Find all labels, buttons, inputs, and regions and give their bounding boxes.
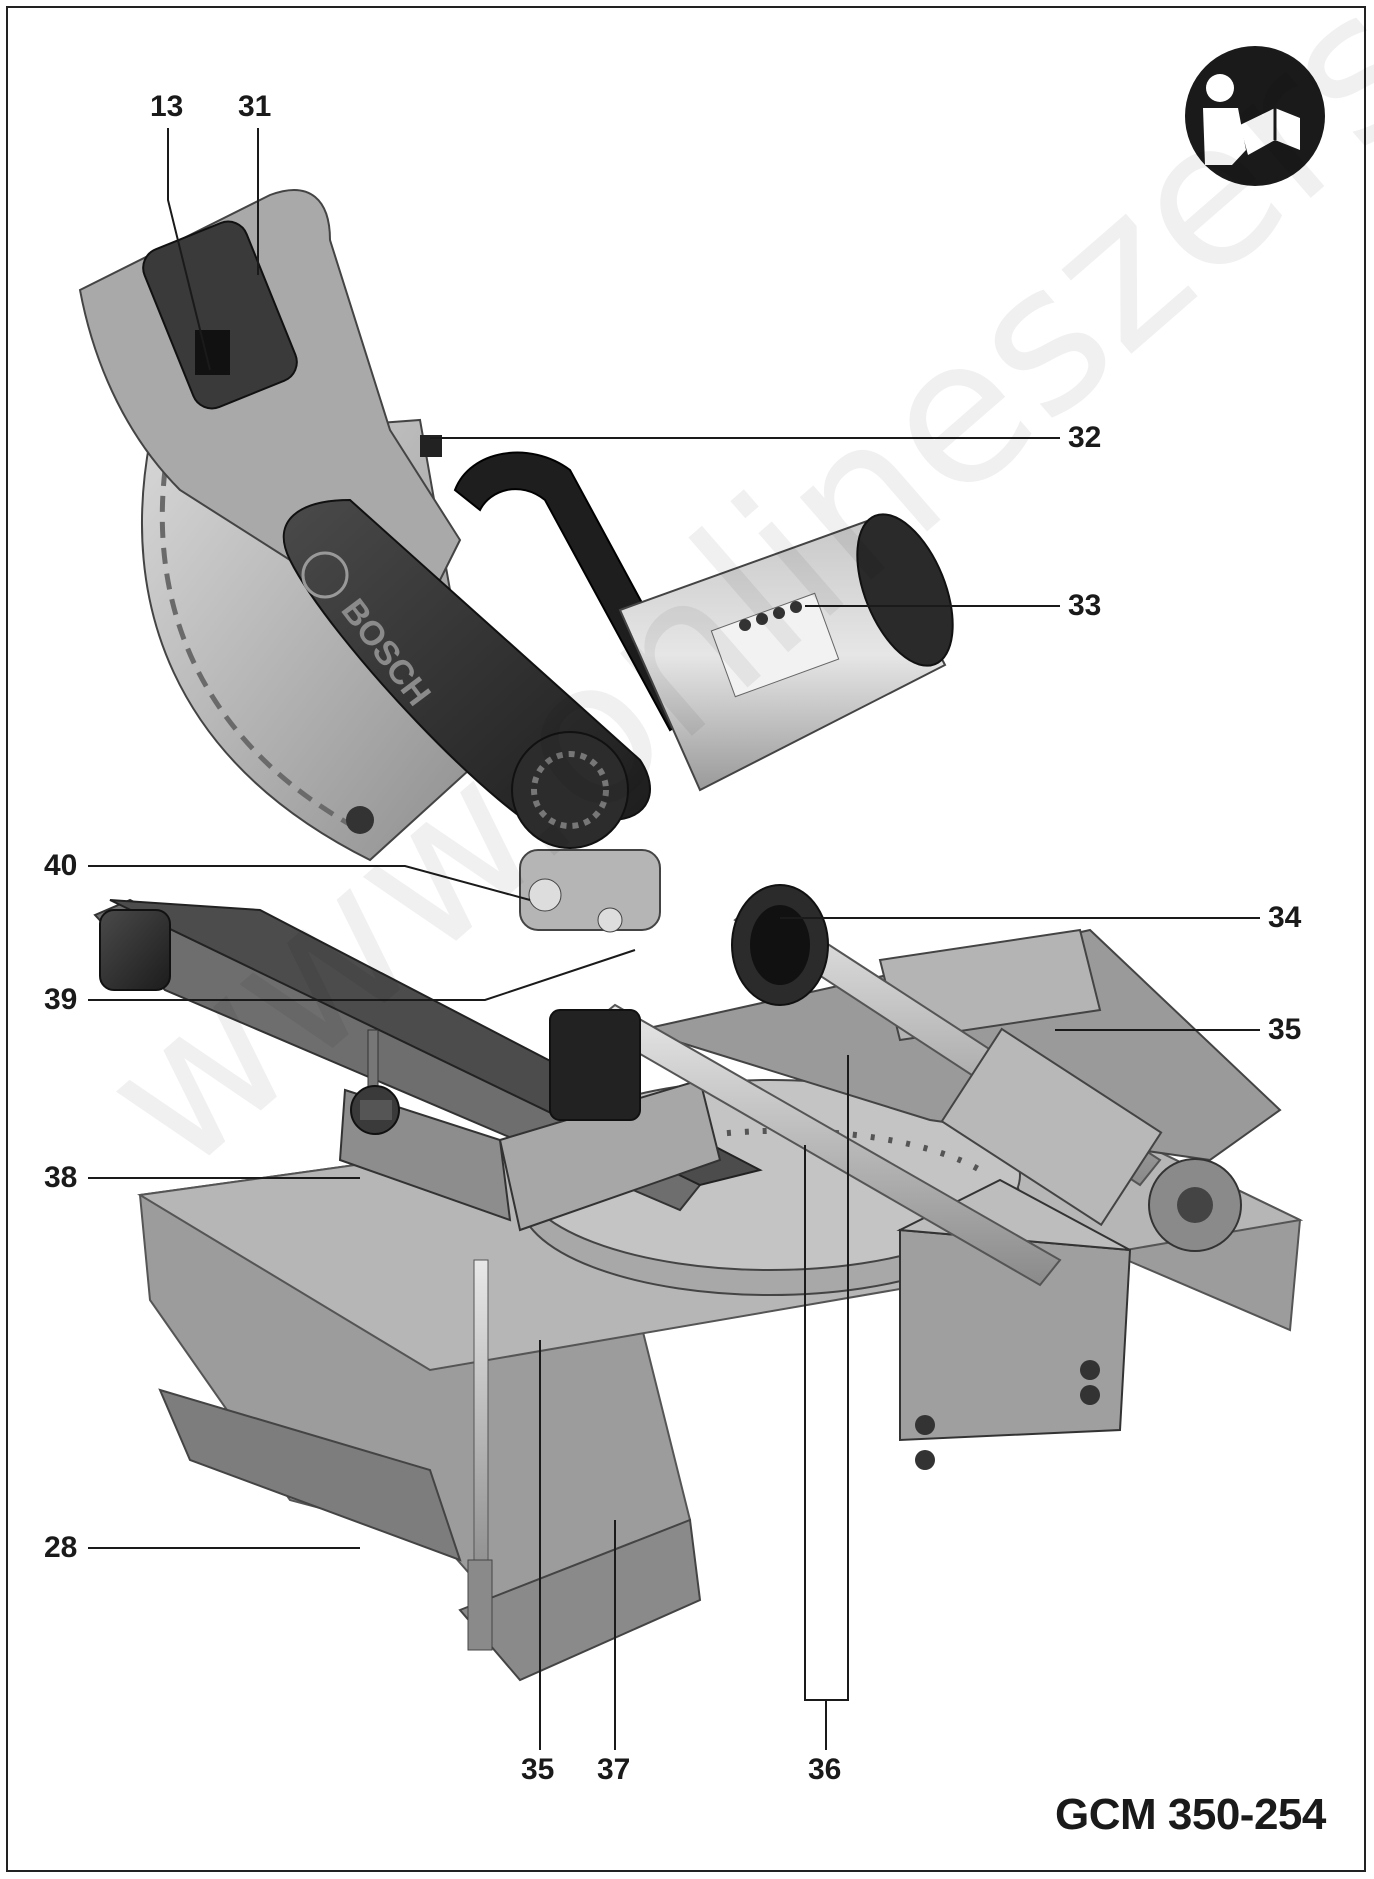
callout-39: 39 [44,983,78,1016]
callout-38: 38 [44,1161,78,1194]
callout-34: 34 [1268,901,1302,934]
leader-39 [88,949,636,1001]
model-name: GCM 350-254 [1055,1790,1326,1839]
read-manual-icon [1185,46,1325,186]
callout-33: 33 [1068,589,1102,622]
callout-31: 31 [238,90,272,123]
slide-rails [588,898,1242,1287]
callout-37: 37 [597,1753,631,1786]
callout-35-right: 35 [1268,1013,1302,1046]
page-frame [6,6,1366,1872]
callout-13: 13 [150,90,184,123]
callout-40: 40 [44,849,78,882]
callout-35-bottom: 35 [521,1753,555,1786]
callout-32: 32 [1068,421,1102,454]
motor-housing [618,513,954,792]
callout-28: 28 [44,1531,78,1564]
workpiece-clamp [338,1029,722,1651]
leader-40 [88,865,531,901]
callout-36: 36 [808,1753,842,1786]
leader-13 [167,128,211,371]
carry-handle [453,451,702,732]
pivot-assembly [511,731,661,933]
leader-lines [88,128,1260,1750]
dust-port [549,884,829,1121]
